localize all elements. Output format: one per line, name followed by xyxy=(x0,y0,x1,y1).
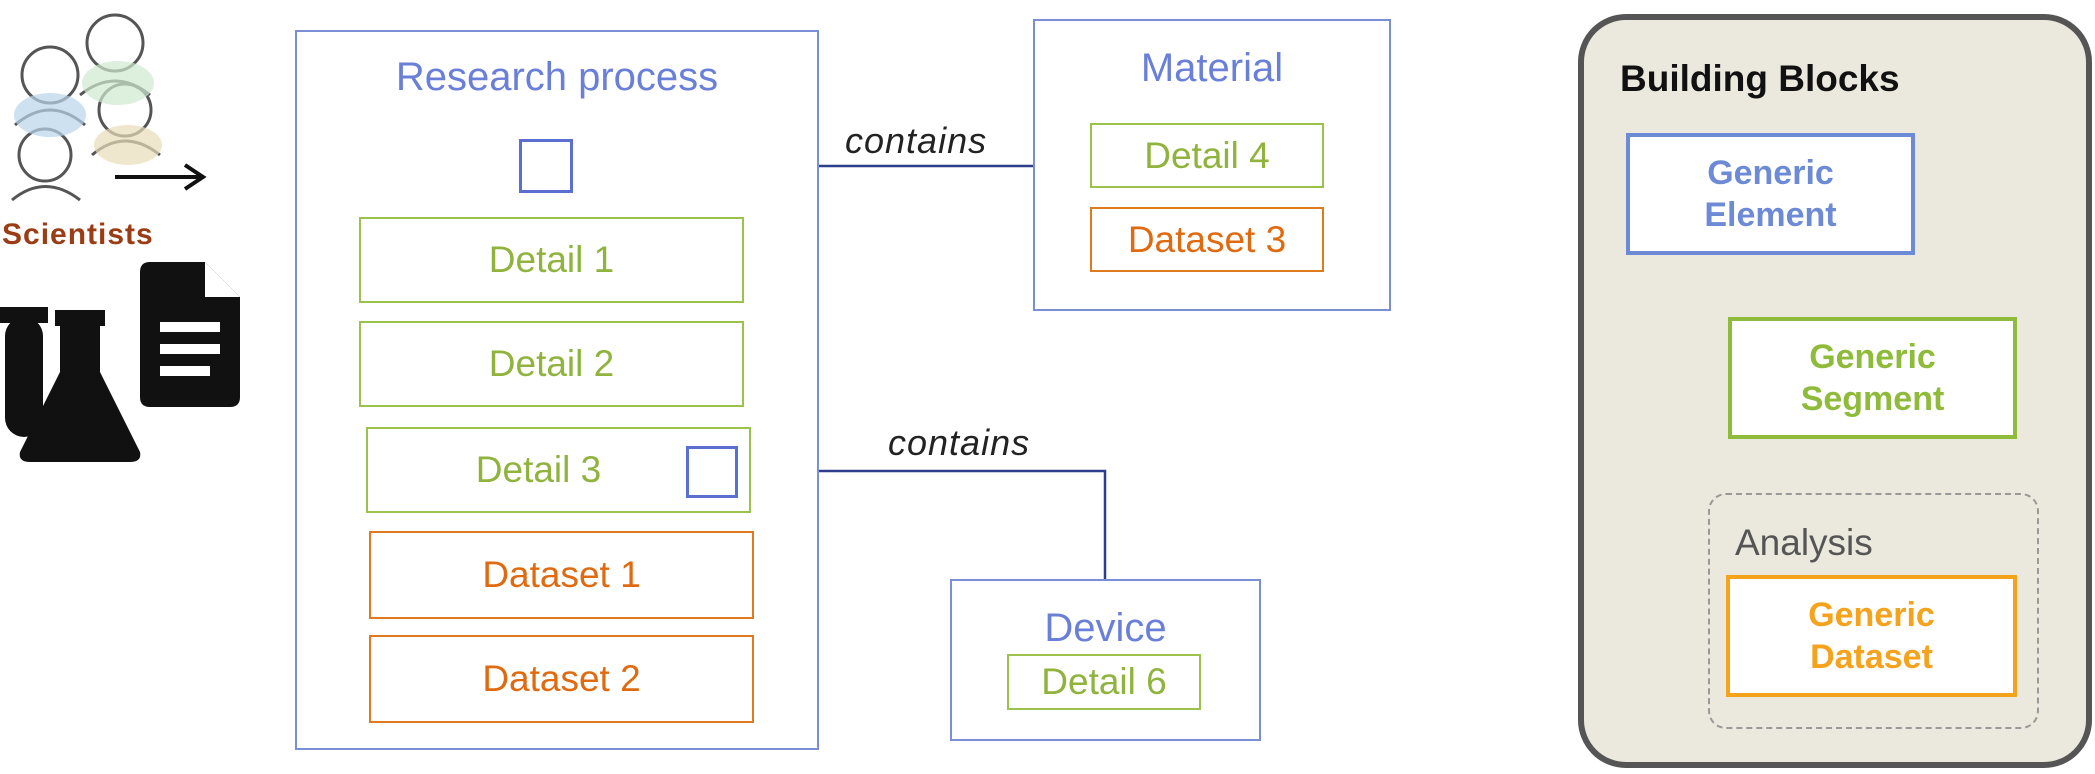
detail-1-box: Detail 1 xyxy=(359,217,744,303)
generic-dataset-box: Generic Dataset xyxy=(1726,575,2017,697)
dataset-3-label: Dataset 3 xyxy=(1127,218,1287,260)
generic-element-box: Generic Element xyxy=(1626,133,1915,255)
research-process-title: Research process xyxy=(395,55,719,99)
analysis-group xyxy=(1708,493,2039,729)
dataset-3-box: Dataset 3 xyxy=(1090,207,1324,272)
generic-element-label: Generic Element xyxy=(1704,154,1837,234)
generic-segment-label: Generic Segment xyxy=(1800,338,1945,418)
lab-document-icon xyxy=(0,262,240,462)
dataset-2-label: Dataset 2 xyxy=(482,658,641,699)
generic-segment-box: Generic Segment xyxy=(1728,317,2017,439)
detail-3-anchor-square xyxy=(686,446,738,498)
detail-6-label: Detail 6 xyxy=(1041,661,1167,702)
contains-label-material: contains xyxy=(845,120,988,161)
scientists-icon xyxy=(11,13,207,202)
research-anchor-square xyxy=(519,139,573,193)
detail-6-box: Detail 6 xyxy=(1007,654,1201,710)
scientists-label: Scientists xyxy=(2,218,154,251)
building-blocks-title: Building Blocks xyxy=(1620,58,1900,99)
detail-2-label: Detail 2 xyxy=(488,343,615,384)
analysis-label: Analysis xyxy=(1735,522,1873,563)
dataset-2-box: Dataset 2 xyxy=(369,635,754,723)
detail-4-label: Detail 4 xyxy=(1144,134,1270,176)
detail-1-label: Detail 1 xyxy=(488,239,615,280)
dataset-1-label: Dataset 1 xyxy=(482,554,641,595)
detail-2-box: Detail 2 xyxy=(359,321,744,407)
left-illustration xyxy=(0,5,230,470)
generic-dataset-label: Generic Dataset xyxy=(1808,596,1935,676)
device-connector xyxy=(735,469,1107,579)
device-title: Device xyxy=(1044,606,1167,650)
material-title: Material xyxy=(1140,46,1284,90)
detail-4-box: Detail 4 xyxy=(1090,123,1324,188)
detail-3-label: Detail 3 xyxy=(475,449,602,490)
contains-label-device: contains xyxy=(888,422,1031,463)
dataset-1-box: Dataset 1 xyxy=(369,531,754,619)
